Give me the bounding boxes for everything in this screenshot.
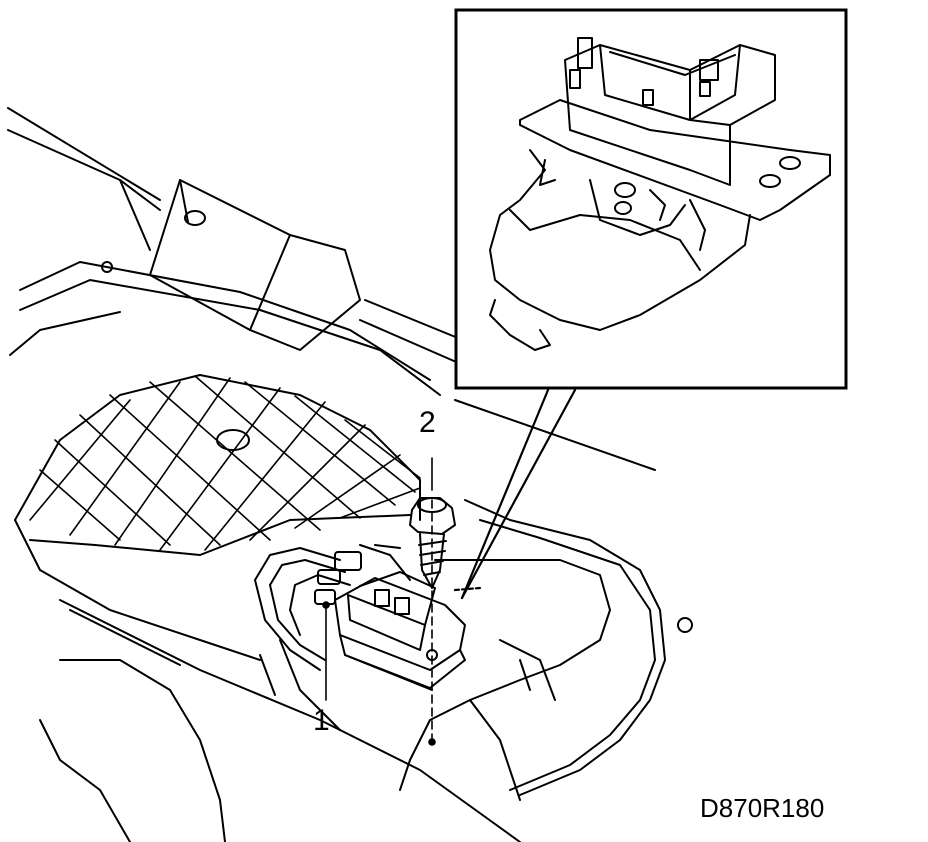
figure-code: D870R180 bbox=[700, 793, 825, 823]
callout-label-2: 2 bbox=[419, 406, 436, 439]
grille-mesh bbox=[30, 376, 420, 550]
mounting-bracket bbox=[150, 180, 360, 350]
detail-inset bbox=[456, 10, 846, 388]
connector-module bbox=[335, 572, 465, 690]
vehicle-panel-lines bbox=[8, 108, 692, 632]
callout-label-1: 1 bbox=[313, 704, 330, 737]
inset-switch-drawing bbox=[490, 38, 830, 350]
inset-pointer bbox=[455, 390, 575, 598]
leader-lines bbox=[323, 458, 435, 745]
lower-trim bbox=[40, 600, 520, 842]
console-recess bbox=[400, 500, 665, 800]
wiring-harness bbox=[255, 545, 410, 670]
